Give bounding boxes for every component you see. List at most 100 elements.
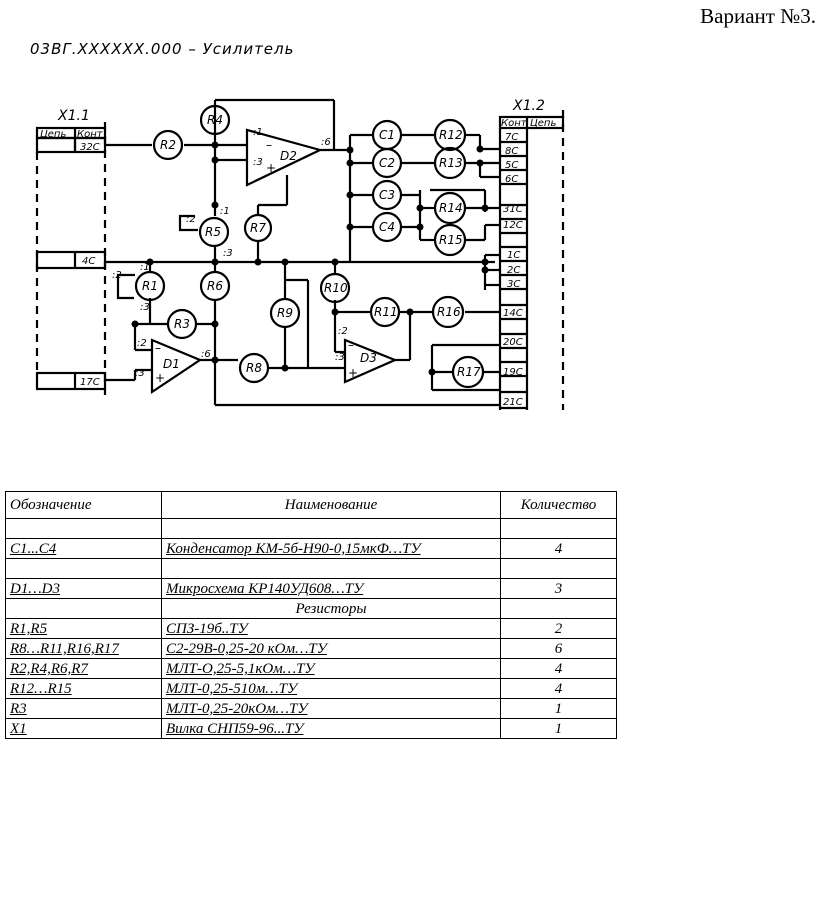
cell-quantity: 6 [500, 638, 617, 659]
pin-12c: 12С [503, 220, 523, 231]
cell-designation: X1 [5, 718, 162, 739]
circuit-schematic: X1.1 Цепь Конт 32С 4С 17С X1.2 Конт Цепь… [35, 98, 565, 410]
table-row: Резисторы [5, 598, 617, 619]
d1-pin2: :2 [137, 338, 147, 349]
label-r7: R7 [250, 221, 266, 235]
pin-2c: 2С [507, 265, 520, 276]
pin-17c: 17С [80, 377, 100, 388]
d3-plus: + [348, 366, 358, 380]
cell-name: СПЗ-19б..ТУ [161, 618, 501, 639]
d1-pin3: :3 [135, 368, 145, 379]
label-d1: D1 [163, 357, 180, 371]
label-r17: R17 [457, 365, 481, 379]
pin-19c: 19С [503, 367, 523, 378]
cell-designation: R1,R5 [5, 618, 162, 639]
variant-label: Вариант №3. [700, 4, 816, 28]
cell-name: МЛТ-О,25-5,1кОм…ТУ [161, 658, 501, 679]
cell-name: Резисторы [161, 598, 501, 619]
pin-5c: 5С [505, 160, 518, 171]
pin-1c: 1С [507, 250, 520, 261]
table-header-row: Обозначение Наименование Количество [5, 491, 617, 519]
header-quantity: Количество [500, 491, 617, 519]
cell-name: С2-29В-0,25-20 кОм…ТУ [161, 638, 501, 659]
table-row [5, 518, 617, 539]
header-designation: Обозначение [5, 491, 162, 519]
pin-20c: 20С [503, 337, 523, 348]
table-row [5, 558, 617, 579]
pin-32c: 32С [80, 142, 100, 153]
d2-minus: – [266, 138, 272, 152]
cell-quantity: 4 [500, 658, 617, 679]
pin-7c: 7С [505, 132, 518, 143]
cell-designation [5, 518, 162, 539]
label-r9: R9 [277, 306, 293, 320]
label-r11: R11 [374, 305, 398, 319]
d2-pin3: :3 [253, 157, 263, 168]
cell-designation: D1…D3 [5, 578, 162, 599]
cell-quantity [500, 558, 617, 579]
label-r4: R4 [207, 113, 223, 127]
cell-name: МЛТ-0,25-20кОм…ТУ [161, 698, 501, 719]
cell-name: МЛТ-0,25-510м…ТУ [161, 678, 501, 699]
label-r10: R10 [324, 281, 348, 295]
cell-name [161, 518, 501, 539]
d1-plus: + [155, 371, 165, 385]
cell-quantity: 4 [500, 678, 617, 699]
connector-x11-col-contact: Конт [77, 129, 104, 140]
cell-quantity: 4 [500, 538, 617, 559]
label-r15: R15 [439, 233, 463, 247]
cell-name [161, 558, 501, 579]
r1-pin1: :1 [140, 262, 150, 273]
header-name: Наименование [161, 491, 501, 519]
r5-pin1: :1 [220, 206, 230, 217]
r5-pin2: :2 [186, 214, 196, 225]
label-r13: R13 [439, 156, 463, 170]
cell-quantity: 3 [500, 578, 617, 599]
pin-21c: 21С [503, 397, 523, 408]
cell-designation: R8…R11,R16,R17 [5, 638, 162, 659]
d1-minus: – [155, 341, 161, 355]
cell-name: Микросхема КР140УД608…ТУ [161, 578, 501, 599]
specification-table: Обозначение Наименование Количество C1..… [5, 491, 617, 739]
r1-pin2: :2 [112, 270, 122, 281]
r5-pin3: :3 [223, 248, 233, 259]
label-r1: R1 [142, 279, 158, 293]
pin-6c: 6С [505, 174, 518, 185]
d3-pin3: :3 [335, 352, 345, 363]
connector-x12-col-contact: Конт [501, 118, 528, 129]
label-c1: C1 [379, 128, 395, 142]
cell-name: Конденсатор КМ-5б-Н90-0,15мкФ…ТУ [161, 538, 501, 559]
cell-designation [5, 598, 162, 619]
label-r5: R5 [205, 225, 221, 239]
connector-x12-col-circuit: Цепь [530, 118, 556, 129]
d2-pin1: :1 [253, 127, 263, 138]
pin-4c: 4С [82, 256, 95, 267]
label-c2: C2 [379, 156, 395, 170]
cell-quantity: 1 [500, 698, 617, 719]
label-c4: C4 [379, 220, 395, 234]
d3-minus: – [348, 338, 354, 352]
d2-plus: + [266, 161, 276, 175]
label-r6: R6 [207, 279, 223, 293]
cell-designation: R2,R4,R6,R7 [5, 658, 162, 679]
d3-pin2: :2 [338, 326, 348, 337]
cell-designation [5, 558, 162, 579]
label-r2: R2 [160, 138, 176, 152]
connector-x11-col-circuit: Цепь [40, 129, 66, 140]
connector-x11-name: X1.1 [57, 108, 90, 124]
cell-designation: R3 [5, 698, 162, 719]
r1-pin3: :3 [140, 302, 150, 313]
label-r16: R16 [437, 305, 461, 319]
cell-quantity [500, 518, 617, 539]
label-d3: D3 [360, 351, 377, 365]
label-r3: R3 [174, 317, 190, 331]
